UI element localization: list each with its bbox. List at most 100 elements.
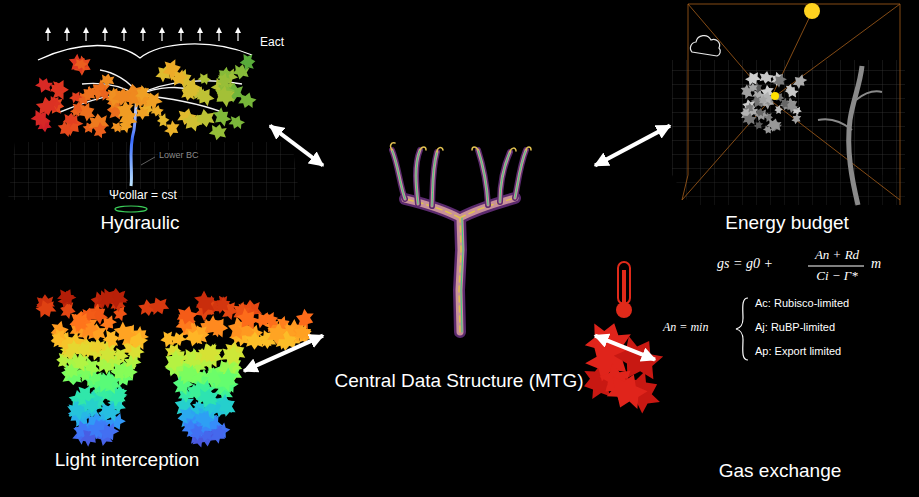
leaf — [208, 122, 228, 142]
leaf — [212, 365, 241, 395]
leaf — [90, 120, 109, 140]
leaf — [774, 105, 783, 115]
module-title: Central Data Structure (MTG) — [334, 370, 583, 392]
leaf-cluster — [28, 51, 258, 142]
leaf — [75, 100, 97, 123]
leaf — [79, 84, 99, 104]
energy-illustration — [672, 3, 905, 205]
leaf — [147, 294, 172, 318]
leaf — [35, 95, 59, 118]
module-title: Energy budget — [725, 212, 849, 234]
light-illustration — [34, 285, 317, 449]
leaf — [233, 305, 263, 334]
hydraulic-illustration — [8, 30, 300, 212]
sunlit-leaf — [771, 92, 779, 100]
leaf — [211, 82, 238, 110]
sun — [804, 3, 820, 19]
flux-arrows — [48, 30, 238, 41]
leaf — [34, 296, 59, 320]
leaf — [209, 105, 234, 130]
collar-boundary — [115, 206, 147, 212]
leaf — [757, 94, 769, 106]
annotation: Eact — [259, 36, 285, 50]
leader-line — [141, 157, 155, 165]
leaf — [67, 89, 84, 106]
leaf — [739, 83, 756, 101]
leaf — [55, 118, 76, 140]
double-arrow — [595, 126, 670, 166]
module-panel: Light interception — [10, 290, 244, 474]
leaf — [765, 117, 783, 134]
gas-illustration — [578, 262, 864, 418]
leaf — [196, 70, 213, 87]
leaf — [55, 285, 78, 308]
leaf — [96, 398, 123, 425]
tree-branch — [818, 91, 882, 130]
tree-trunk — [849, 66, 862, 205]
leaf — [72, 56, 89, 72]
thermometer — [618, 262, 630, 304]
module-title: Hydraulic — [100, 212, 179, 234]
module-panel: Energy budget — [670, 5, 904, 237]
leaf — [160, 347, 187, 375]
leaf — [201, 343, 220, 363]
transpiration-curve — [38, 44, 252, 60]
leaf — [175, 304, 199, 327]
leaf — [790, 112, 804, 126]
double-arrow — [595, 336, 655, 360]
leaf — [65, 51, 91, 77]
annotation: Aj: RuBP-limited — [754, 321, 836, 334]
leaf — [162, 118, 183, 139]
radiation-rays — [682, 4, 900, 205]
leaf — [211, 294, 234, 317]
leaf — [63, 363, 79, 378]
scene-grid — [672, 60, 905, 175]
leaf — [214, 392, 241, 419]
leaf — [758, 70, 774, 85]
thermometer-column — [622, 270, 626, 305]
brace — [736, 298, 748, 360]
leaf — [771, 71, 789, 89]
leaf — [752, 119, 765, 132]
leaf — [219, 343, 245, 368]
annotation: Ap: Export limited — [754, 345, 842, 358]
leaf — [188, 422, 207, 442]
leaf — [245, 331, 265, 350]
leaf — [111, 86, 134, 108]
leaf — [263, 319, 291, 348]
module-title: Gas exchange — [719, 460, 842, 482]
module-panel: Central Data Structure (MTG) — [323, 125, 595, 395]
leaf — [159, 330, 176, 348]
leaf — [179, 110, 204, 135]
leaf — [33, 75, 54, 96]
leaf-cluster — [34, 285, 317, 449]
leaf — [99, 73, 115, 89]
leaf — [62, 337, 84, 359]
leaf — [294, 325, 311, 341]
thermometer-bulb — [616, 302, 632, 318]
double-arrow — [244, 336, 323, 371]
leaf — [194, 386, 220, 411]
leaf — [66, 309, 91, 335]
annotation: m — [870, 256, 882, 272]
leaf — [135, 107, 149, 121]
module-title: Light interception — [55, 449, 200, 471]
annotation: Lower BC — [158, 150, 200, 160]
annotation: An + Rd — [806, 248, 868, 263]
annotation: Ψcollar = cst — [108, 189, 178, 203]
leaf — [50, 332, 66, 349]
leaf — [97, 86, 112, 102]
trunk — [131, 95, 138, 186]
leaf — [227, 113, 247, 132]
leaf — [133, 83, 153, 103]
leaf — [216, 72, 233, 89]
plant — [739, 69, 810, 136]
leaf — [125, 341, 147, 363]
cloud — [690, 36, 720, 56]
leaf — [83, 397, 100, 413]
annotation: Ac: Rubisco-limited — [754, 297, 850, 310]
